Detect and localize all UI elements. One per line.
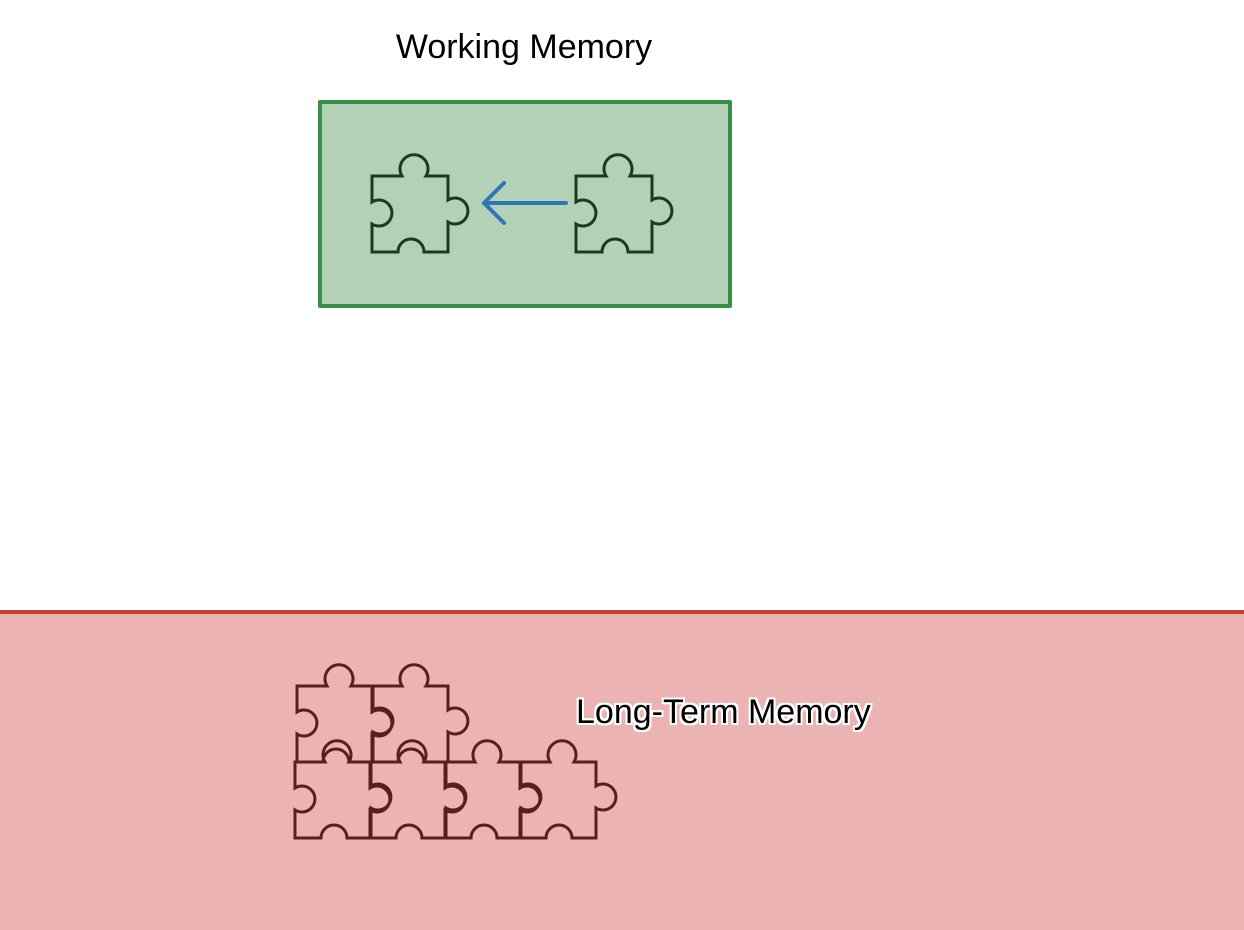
long-term-memory-title: Long-Term Memory — [576, 693, 871, 731]
puzzle-piece-icon — [293, 739, 393, 840]
ltm-pieces — [293, 663, 618, 840]
puzzle-piece-icon — [368, 739, 468, 840]
left-arrow-icon — [482, 181, 568, 225]
puzzle-piece-icon — [370, 663, 470, 764]
puzzle-piece-icon — [443, 739, 543, 840]
working-memory-title: Working Memory — [395, 28, 653, 66]
puzzle-piece-icon — [574, 153, 674, 254]
puzzle-piece-icon — [518, 739, 618, 840]
puzzle-piece-icon — [370, 153, 470, 254]
long-term-memory-zone — [0, 610, 1244, 930]
puzzle-piece-icon — [295, 663, 395, 764]
